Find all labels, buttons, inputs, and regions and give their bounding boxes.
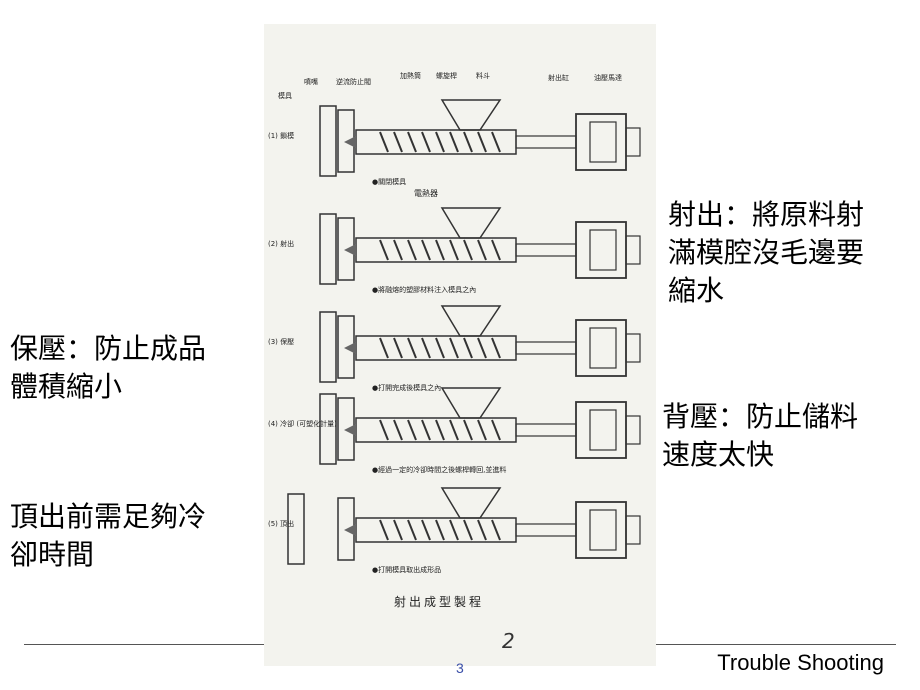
process-stages: (1) 鎖模 ●關閉模具 (2) 射出 ●將融熔的塑膠材料注入模具之內 (3) 保壓 ●打… [268, 99, 641, 574]
injection-note: 射出：將原料射 滿模腔沒毛邊要 縮水 [668, 198, 865, 307]
stage-note: ●將融熔的塑膠材料注入模具之內 [372, 285, 476, 294]
page-number: 3 [456, 660, 464, 676]
stage-diagram: (4) 冷卻 (可塑化計量) ●經過一定的冷卻時間之後螺桿轉回,並進料 [268, 387, 641, 474]
figure-caption: 射出成型製程 [394, 594, 484, 609]
injection-molding-figure: 模具 噴嘴 逆流防止閥 加熱筒 螺旋桿 料斗 射出缸 油壓馬達 (1) 鎖模 ●關閉模具 (2) … [264, 24, 656, 666]
stage-label: (5) 頂出 [268, 519, 294, 528]
stage-label: (1) 鎖模 [268, 131, 294, 140]
footer-title: Trouble Shooting [717, 650, 884, 675]
footer-divider-right [656, 644, 896, 645]
component-label: 螺旋桿 [436, 71, 457, 80]
stage-note: ●打開模具取出成形品 [372, 565, 441, 574]
handwritten-page-number: 2 [502, 629, 515, 653]
holding-pressure-note: 保壓：防止成品 體積縮小 [10, 332, 207, 403]
stage-diagram: (2) 射出 ●將融熔的塑膠材料注入模具之內 [268, 207, 641, 294]
component-label: 加熱筒 [400, 71, 421, 80]
stage-label: (3) 保壓 [268, 337, 294, 346]
stage-label: (4) 冷卻 (可塑化計量) [268, 419, 337, 428]
component-label: 噴嘴 [304, 77, 318, 86]
stage-diagram: (5) 頂出 ●打開模具取出成形品 [268, 487, 641, 574]
component-labels: 模具 噴嘴 逆流防止閥 加熱筒 螺旋桿 料斗 射出缸 油壓馬達 [278, 71, 622, 100]
component-label: 油壓馬達 [594, 73, 622, 82]
component-label: 射出缸 [548, 73, 569, 82]
stage-label: (2) 射出 [268, 239, 294, 248]
stage-note: ●經過一定的冷卻時間之後螺桿轉回,並進料 [372, 465, 506, 474]
stage-note: ●打開完成後模具之內 [372, 383, 441, 392]
back-pressure-note: 背壓：防止儲料 速度太快 [662, 400, 859, 471]
stage-diagram: (1) 鎖模 ●關閉模具 [268, 99, 641, 186]
heater-label: 電熱器 [414, 188, 438, 198]
stage-diagram: (3) 保壓 ●打開完成後模具之內 [268, 305, 641, 392]
component-label: 模具 [278, 91, 292, 100]
process-diagram: 模具 噴嘴 逆流防止閥 加熱筒 螺旋桿 料斗 射出缸 油壓馬達 (1) 鎖模 ●關閉模具 (2) … [268, 71, 641, 653]
footer-divider-left [24, 644, 264, 645]
stage-note: ●關閉模具 [372, 177, 406, 186]
cooling-time-note: 頂出前需足夠冷 卻時間 [10, 500, 207, 571]
component-label: 逆流防止閥 [336, 77, 371, 86]
component-label: 料斗 [476, 71, 490, 80]
